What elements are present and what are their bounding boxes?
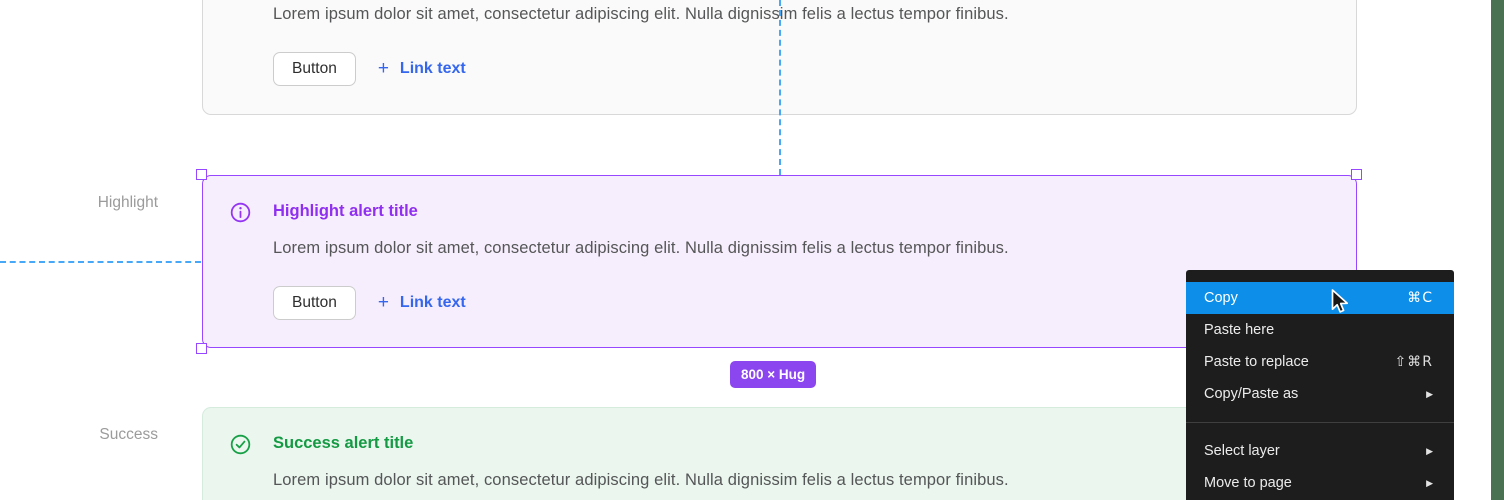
alert-actions: Button + Link text bbox=[273, 52, 466, 86]
alert-body-text: Lorem ipsum dolor sit amet, consectetur … bbox=[273, 239, 1009, 257]
alert-title: Highlight alert title bbox=[273, 202, 418, 220]
alert-link-label: Link text bbox=[399, 60, 466, 77]
selection-handle-top-left[interactable] bbox=[196, 169, 207, 180]
menu-item-label: Copy/Paste as bbox=[1204, 386, 1299, 402]
menu-item-select-layer[interactable]: Select layer ▶ bbox=[1186, 435, 1454, 467]
menu-shortcut: ⌘C bbox=[1407, 290, 1433, 306]
alert-link-label: Link text bbox=[399, 294, 466, 311]
menu-item-label: Move to page bbox=[1204, 475, 1292, 491]
context-menu: Copy ⌘C Paste here Paste to replace ⇧⌘R … bbox=[1186, 270, 1454, 500]
plus-icon: + bbox=[377, 58, 389, 79]
menu-item-paste-here[interactable]: Paste here bbox=[1186, 314, 1454, 346]
submenu-arrow-icon: ▶ bbox=[1426, 477, 1433, 488]
menu-item-copy[interactable]: Copy ⌘C bbox=[1186, 282, 1454, 314]
right-edge-strip bbox=[1491, 0, 1504, 500]
plus-icon: + bbox=[377, 292, 389, 313]
menu-item-move-to-page[interactable]: Move to page ▶ bbox=[1186, 467, 1454, 499]
selection-handle-bottom-left[interactable] bbox=[196, 343, 207, 354]
menu-item-label: Paste to replace bbox=[1204, 354, 1309, 370]
alert-card-success[interactable]: Success alert title Lorem ipsum dolor si… bbox=[202, 407, 1357, 500]
alert-button[interactable]: Button bbox=[273, 52, 356, 86]
menu-item-copy-paste-as[interactable]: Copy/Paste as ▶ bbox=[1186, 378, 1454, 410]
submenu-arrow-icon: ▶ bbox=[1426, 445, 1433, 456]
menu-item-paste-to-replace[interactable]: Paste to replace ⇧⌘R bbox=[1186, 346, 1454, 378]
vertical-measure-guide bbox=[779, 0, 781, 175]
check-circle-icon bbox=[230, 434, 251, 455]
row-label-highlight: Highlight bbox=[97, 194, 158, 211]
alert-body-text: Lorem ipsum dolor sit amet, consectetur … bbox=[273, 5, 1009, 23]
menu-shortcut: ⇧⌘R bbox=[1394, 354, 1433, 370]
menu-item-label: Copy bbox=[1204, 290, 1238, 306]
row-label-success: Success bbox=[99, 426, 158, 443]
info-icon bbox=[230, 202, 251, 223]
horizontal-measure-guide bbox=[0, 261, 201, 263]
selection-handle-top-right[interactable] bbox=[1351, 169, 1362, 180]
alert-link[interactable]: + Link text bbox=[378, 292, 466, 314]
alert-link[interactable]: + Link text bbox=[378, 58, 466, 80]
alert-body-text: Lorem ipsum dolor sit amet, consectetur … bbox=[273, 471, 1009, 489]
menu-item-label: Paste here bbox=[1204, 322, 1275, 338]
alert-button[interactable]: Button bbox=[273, 286, 356, 320]
selection-size-badge: 800 × Hug bbox=[730, 361, 817, 388]
alert-card-highlight[interactable]: Highlight alert title Lorem ipsum dolor … bbox=[202, 175, 1357, 348]
submenu-arrow-icon: ▶ bbox=[1426, 388, 1433, 399]
menu-item-label: Select layer bbox=[1204, 443, 1280, 459]
alert-actions: Button + Link text bbox=[273, 286, 466, 320]
menu-separator bbox=[1186, 422, 1454, 423]
alert-title: Success alert title bbox=[273, 434, 414, 452]
mouse-cursor-icon bbox=[1326, 287, 1352, 322]
